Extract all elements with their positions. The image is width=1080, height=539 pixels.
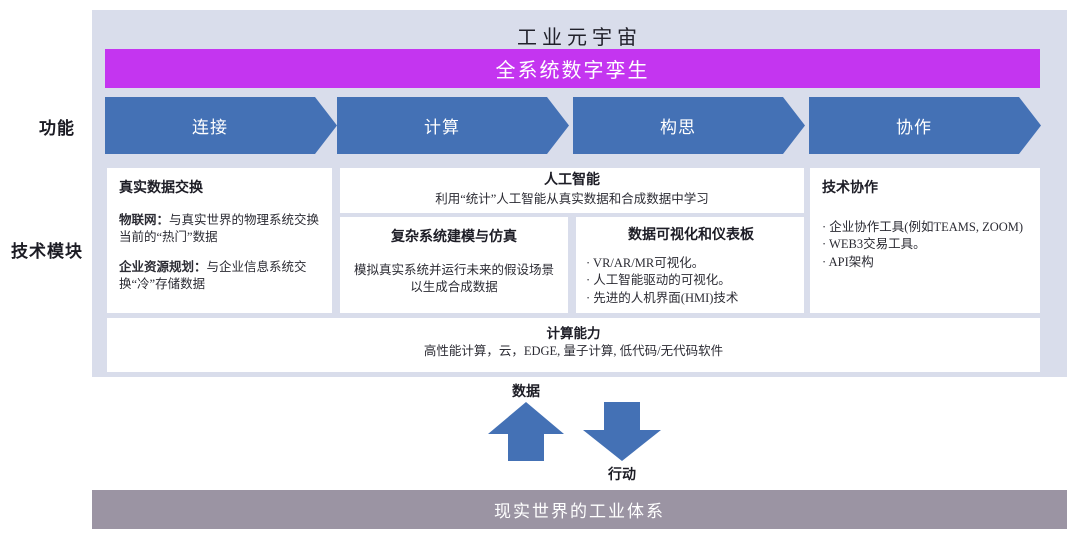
iot-term: 物联网：: [119, 212, 170, 227]
erp-desc: 与企业信息系统交换“冷”存储数据: [119, 259, 307, 291]
module-body: 模拟真实系统并运行未来的假设场景以生成合成数据: [353, 262, 554, 294]
bullet-item: · API架构: [822, 254, 874, 269]
module-simulation: 复杂系统建模与仿真 模拟真实系统并运行未来的假设场景以生成合成数据: [340, 217, 568, 313]
function-arrow-label: 连接: [192, 118, 228, 137]
module-collaboration: 技术协作 · 企业协作工具(例如TEAMS, ZOOM) · WEB3交易工具。…: [810, 168, 1040, 313]
bullet-item: · WEB3交易工具。: [822, 237, 926, 252]
up-arrow-icon: [488, 402, 564, 461]
erp-term: 企业资源规划：: [119, 259, 207, 274]
function-arrow-label: 计算: [424, 118, 460, 137]
function-arrow-collaborate: 协作: [809, 97, 1041, 154]
real-world-industry-bar: 现实世界的工业体系: [92, 490, 1067, 529]
down-arrow-icon: [583, 402, 661, 461]
module-title: 人工智能: [544, 173, 600, 188]
function-arrow-compute: 计算: [337, 97, 569, 154]
digital-twin-banner-label: 全系统数字孪生: [495, 60, 650, 82]
iot-desc: 与真实世界的物理系统交换当前的“热门”数据: [119, 212, 320, 244]
right-arrow-shape: [337, 97, 569, 154]
module-title: 数据可视化和仪表板: [628, 228, 754, 243]
row-label-tech-modules: 技术模块: [11, 242, 83, 261]
module-compute-power: 计算能力 高性能计算，云，EDGE, 量子计算, 低代码/无代码软件: [107, 318, 1040, 372]
data-flow-down-label: 行动: [608, 468, 636, 483]
right-arrow-shape: [573, 97, 805, 154]
module-subtitle: 高性能计算，云，EDGE, 量子计算, 低代码/无代码软件: [423, 344, 724, 359]
bullet-list: · 企业协作工具(例如TEAMS, ZOOM) · WEB3交易工具。 · AP…: [822, 219, 1034, 272]
bullet-item: · 先进的人机界面(HMI)技术: [586, 290, 739, 305]
bullet-item: · VR/AR/MR可视化。: [586, 255, 705, 270]
module-visualization: 数据可视化和仪表板 · VR/AR/MR可视化。 · 人工智能驱动的可视化。 ·…: [576, 217, 804, 313]
row-label-functions: 功能: [39, 119, 75, 138]
iot-item: 物联网：与真实世界的物理系统交换当前的“热门”数据: [119, 212, 322, 246]
module-title: 计算能力: [546, 326, 601, 341]
module-title: 复杂系统建模与仿真: [391, 230, 517, 245]
bullet-item: · 企业协作工具(例如TEAMS, ZOOM): [822, 219, 1024, 234]
panel-title: 工业元宇宙: [517, 27, 642, 49]
module-title: 技术协作: [822, 181, 878, 196]
bullet-list: · VR/AR/MR可视化。 · 人工智能驱动的可视化。 · 先进的人机界面(H…: [586, 255, 796, 308]
function-arrow-label: 构思: [660, 118, 696, 137]
module-title: 真实数据交换: [119, 181, 203, 196]
digital-twin-banner: 全系统数字孪生: [105, 49, 1040, 88]
module-ai: 人工智能 利用“统计”人工智能从真实数据和合成数据中学习: [340, 168, 804, 213]
industrial-metaverse-panel: 工业元宇宙 全系统数字孪生 连接 计算 构思 协作 真实数据交换 物联网：与真实…: [92, 10, 1067, 377]
erp-item: 企业资源规划：与企业信息系统交换“冷”存储数据: [119, 259, 322, 293]
right-arrow-shape: [809, 97, 1041, 154]
right-arrow-shape: [105, 97, 337, 154]
function-arrow-conceive: 构思: [573, 97, 805, 154]
function-arrow-label: 协作: [896, 118, 932, 137]
data-flow-up-label: 数据: [512, 385, 540, 400]
module-subtitle: 利用“统计”人工智能从真实数据和合成数据中学习: [435, 191, 709, 206]
real-world-industry-label: 现实世界的工业体系: [494, 502, 665, 521]
bullet-item: · 人工智能驱动的可视化。: [586, 273, 731, 288]
function-arrow-connect: 连接: [105, 97, 337, 154]
module-real-data-exchange: 真实数据交换 物联网：与真实世界的物理系统交换当前的“热门”数据 企业资源规划：…: [107, 168, 332, 313]
